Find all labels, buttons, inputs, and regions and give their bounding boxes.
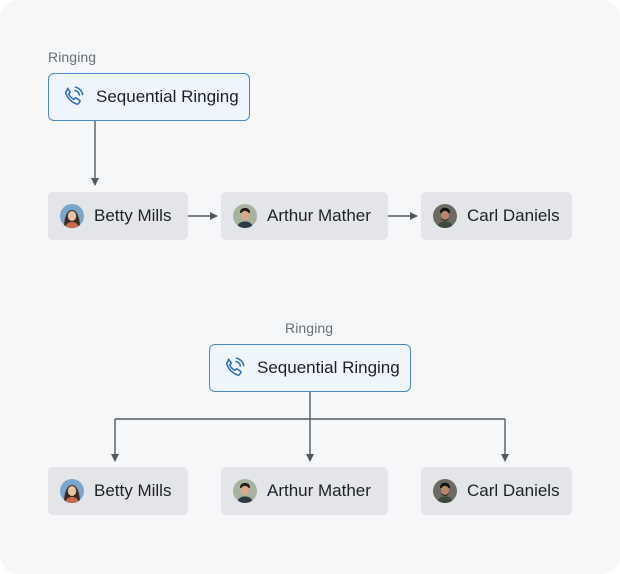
sequential-ringing-label: Sequential Ringing: [96, 87, 239, 106]
person-node-betty-mills[interactable]: Betty Mills: [48, 192, 188, 240]
person-name: Carl Daniels: [467, 481, 560, 500]
person-node-carl-daniels[interactable]: Carl Daniels: [421, 467, 572, 515]
avatar-carl-daniels: [433, 479, 457, 503]
sequential-ringing-node[interactable]: Sequential Ringing: [48, 73, 250, 121]
person-name: Betty Mills: [94, 481, 172, 500]
phone-ringing-icon: [64, 86, 84, 105]
person-name: Betty Mills: [94, 206, 172, 225]
group-label: Ringing: [285, 320, 334, 336]
avatar-arthur-mather: [233, 204, 257, 228]
avatar-betty-mills: [60, 479, 84, 503]
person-name: Carl Daniels: [467, 206, 560, 225]
phone-ringing-icon: [225, 357, 245, 376]
avatar-arthur-mather: [233, 479, 257, 503]
person-name: Arthur Mather: [267, 481, 371, 500]
person-node-carl-daniels[interactable]: Carl Daniels: [421, 192, 572, 240]
person-node-arthur-mather[interactable]: Arthur Mather: [221, 192, 388, 240]
sequential-ringing-node[interactable]: Sequential Ringing: [209, 344, 411, 392]
sequential-ringing-label: Sequential Ringing: [257, 358, 400, 377]
person-node-arthur-mather[interactable]: Arthur Mather: [221, 467, 388, 515]
person-name: Arthur Mather: [267, 206, 371, 225]
person-node-betty-mills[interactable]: Betty Mills: [48, 467, 188, 515]
avatar-carl-daniels: [433, 204, 457, 228]
avatar-betty-mills: [60, 204, 84, 228]
group-label: Ringing: [48, 49, 97, 65]
